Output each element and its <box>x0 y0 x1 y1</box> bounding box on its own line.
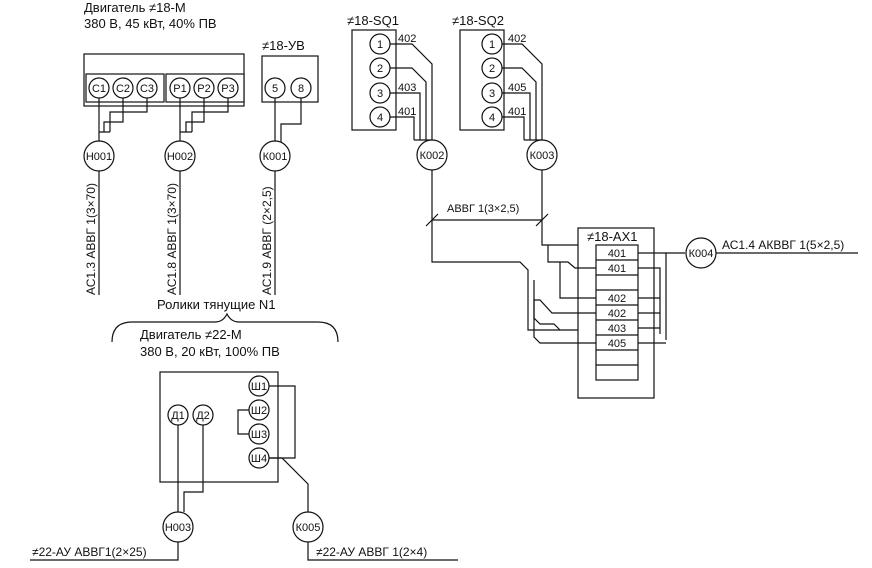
sq2-wire-label: 402 <box>508 33 526 45</box>
ax1-row-label: 401 <box>608 248 626 260</box>
motor2-terminal-label: Д2 <box>196 410 210 422</box>
motor2-terminal-label: Д1 <box>171 410 185 422</box>
motor2-terminal-label: Ш2 <box>251 405 267 417</box>
motor2-spec: 380 В, 20 кВт, 100% ПВ <box>140 344 280 359</box>
cable-label-ac19: АС1.9 АВВГ (2×2,5) <box>260 186 274 295</box>
motor1-terminal-label: Р1 <box>173 83 186 95</box>
cable-id: К002 <box>420 150 445 162</box>
cable-id: К004 <box>689 248 714 260</box>
cable-ticks <box>425 213 549 227</box>
sq2-terminal-label: 3 <box>489 88 495 100</box>
group-brace <box>111 312 339 343</box>
ax1-row-label: 403 <box>608 323 626 335</box>
sq1-wires <box>390 43 433 141</box>
sq1-wire-label: 402 <box>398 33 416 45</box>
uv-title: ≠18-УВ <box>262 38 305 53</box>
sq1-wire-label: 401 <box>398 106 416 118</box>
motor2-wires <box>177 385 309 512</box>
uv-terminal-label: 8 <box>298 83 304 95</box>
k002-cable <box>431 170 596 331</box>
ax1-title: ≠18-АХ1 <box>587 229 638 244</box>
motor1-terminal-label: С3 <box>140 83 154 95</box>
sq1-title: ≠18-SQ1 <box>347 13 399 28</box>
sq1-wire-label: 403 <box>398 82 416 94</box>
sq1-terminal-label: 4 <box>377 112 383 124</box>
sq1-terminal-label: 3 <box>377 88 383 100</box>
motor2-cable-lines <box>30 542 458 561</box>
uv-wires <box>274 98 302 142</box>
ax1-right-wiring <box>638 252 685 344</box>
motor1-spec: 380 В, 45 кВт, 40% ПВ <box>84 16 217 31</box>
sq2-wire-label: 401 <box>508 106 526 118</box>
sq1-terminal-label: 2 <box>377 63 383 75</box>
motor1-terminal-label: Р2 <box>197 83 210 95</box>
group-label: Ролики тянущие N1 <box>157 297 276 312</box>
cable-label-au1: ≠22-АУ АВВГ1(2×25) <box>32 545 147 559</box>
ax1-row-dividers <box>596 259 638 366</box>
cable-id: К005 <box>296 522 321 534</box>
cable-label-au2: ≠22-АУ АВВГ 1(2×4) <box>316 545 427 559</box>
motor2-title: Двигатель ≠22-М <box>140 327 242 342</box>
sq1-terminal-label: 1 <box>377 39 383 51</box>
cable-label-ac13: АС1.3 АВВГ 1(3×70) <box>84 183 98 295</box>
motor1-cable-lines <box>98 171 181 295</box>
sq2-terminal-label: 1 <box>489 39 495 51</box>
motor2-terminal-label: Ш1 <box>251 381 267 393</box>
cable-label-ac18: АС1.8 АВВГ 1(3×70) <box>165 183 179 295</box>
ax1-left-wiring <box>533 245 596 344</box>
motor1-wires <box>98 98 229 142</box>
cable-id: К001 <box>263 151 288 163</box>
motor2-terminal-label: Ш4 <box>251 453 267 465</box>
sq2-title: ≠18-SQ2 <box>452 13 504 28</box>
sq2-terminal-label: 4 <box>489 112 495 124</box>
cable-id: Н002 <box>167 151 193 163</box>
motor1-terminal-label: Р3 <box>221 83 234 95</box>
motor2-terminal-label: Ш3 <box>251 429 267 441</box>
motor1-title: Двигатель ≠18-М <box>84 0 186 15</box>
sq2-wire-label: 405 <box>508 82 526 94</box>
motor1-terminal-label: С1 <box>92 83 106 95</box>
motor1-terminal-label: С2 <box>116 83 130 95</box>
cable-id: Н003 <box>165 522 191 534</box>
cable-label-avvg-sq: АВВГ 1(3×2,5) <box>447 203 519 215</box>
cable-id: К003 <box>530 150 555 162</box>
ax1-row-label: 402 <box>608 308 626 320</box>
ax1-row-label: 402 <box>608 293 626 305</box>
ax1-row-label: 401 <box>608 263 626 275</box>
uv-terminal-label: 5 <box>272 83 278 95</box>
sq2-terminal-label: 2 <box>489 63 495 75</box>
cable-label-ac14: АС1.4 АКВВГ 1(5×2,5) <box>722 238 844 252</box>
cable-id: Н001 <box>86 151 112 163</box>
ax1-row-label: 405 <box>608 338 626 350</box>
